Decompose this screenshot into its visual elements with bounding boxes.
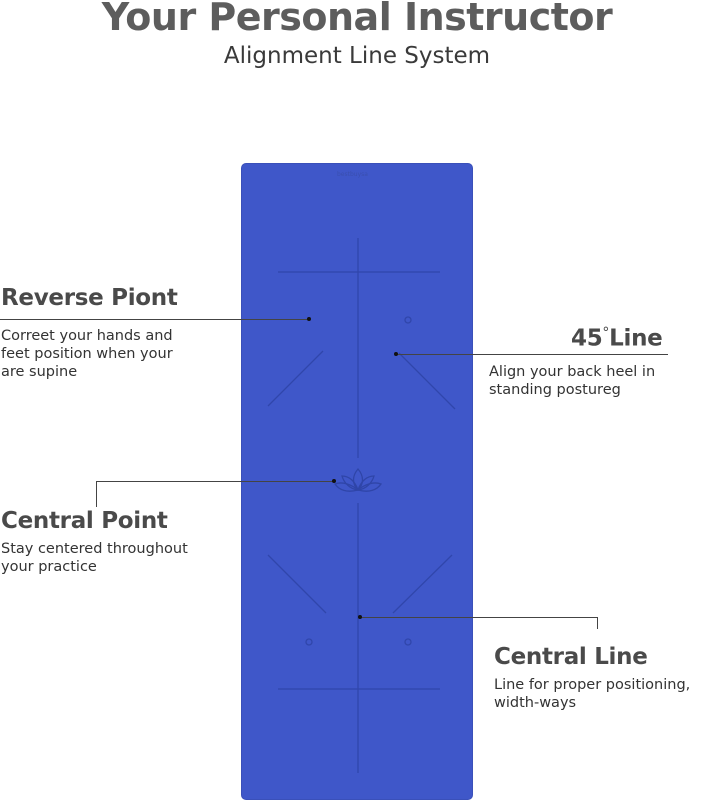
- central-line-description: Line for proper positioning, width-ways: [494, 676, 690, 712]
- central-point-leader-line: [96, 481, 334, 482]
- line-45-desc-line-1: Align your back heel in: [489, 364, 656, 380]
- lotus-icon: [334, 468, 382, 492]
- lower-right-45-line: [392, 554, 453, 614]
- line-45-description: Align your back heel in standing posture…: [489, 363, 655, 399]
- central-point-heading: Central Point: [1, 508, 168, 534]
- lower-left-45-line: [267, 554, 327, 614]
- upper-left-45-line: [267, 350, 324, 407]
- reverse-point-desc-line-1: Correet your hands and: [1, 328, 173, 344]
- upper-right-marker: [404, 316, 412, 324]
- line-45-word: Line: [609, 325, 663, 352]
- central-line-heading: Central Line: [494, 644, 648, 670]
- reverse-point-description: Correet your hands and feet position whe…: [1, 327, 173, 381]
- page-title: Your Personal Instructor: [101, 0, 613, 39]
- reverse-point-desc-line-2: feet position when your: [1, 346, 173, 362]
- reverse-point-desc-line-3: are supine: [1, 364, 78, 380]
- central-line-desc-line-1: Line for proper positioning,: [494, 677, 691, 693]
- reverse-point-leader-line: [0, 319, 310, 320]
- line-45-desc-line-2: standing postureg: [489, 382, 621, 398]
- brand-text: bestbuysa: [337, 171, 368, 178]
- line-45-heading: 45°Line: [571, 319, 663, 353]
- central-point-desc-line-1: Stay centered throughout: [1, 541, 188, 557]
- lower-left-marker: [305, 638, 313, 646]
- central-point-marker: [332, 479, 336, 483]
- lower-right-marker: [404, 638, 412, 646]
- line-45-leader-line: [396, 354, 668, 355]
- central-point-desc-line-2: your practice: [1, 559, 97, 575]
- upper-right-45-line: [398, 352, 456, 410]
- central-line-desc-line-2: width-ways: [494, 695, 577, 711]
- page-subtitle: Alignment Line System: [223, 43, 491, 69]
- central-line-leader-drop: [597, 617, 598, 629]
- central-point-leader-drop: [96, 481, 97, 507]
- line-45-number: 45: [571, 325, 603, 352]
- alignment-lines: [267, 238, 456, 773]
- reverse-point-heading: Reverse Piont: [1, 285, 178, 311]
- central-point-description: Stay centered throughout your practice: [1, 540, 188, 576]
- degree-symbol: °: [602, 325, 610, 341]
- line-45-marker: [394, 352, 398, 356]
- central-line-leader-line: [360, 617, 598, 618]
- central-line-marker: [358, 615, 362, 619]
- reverse-point-marker: [307, 317, 311, 321]
